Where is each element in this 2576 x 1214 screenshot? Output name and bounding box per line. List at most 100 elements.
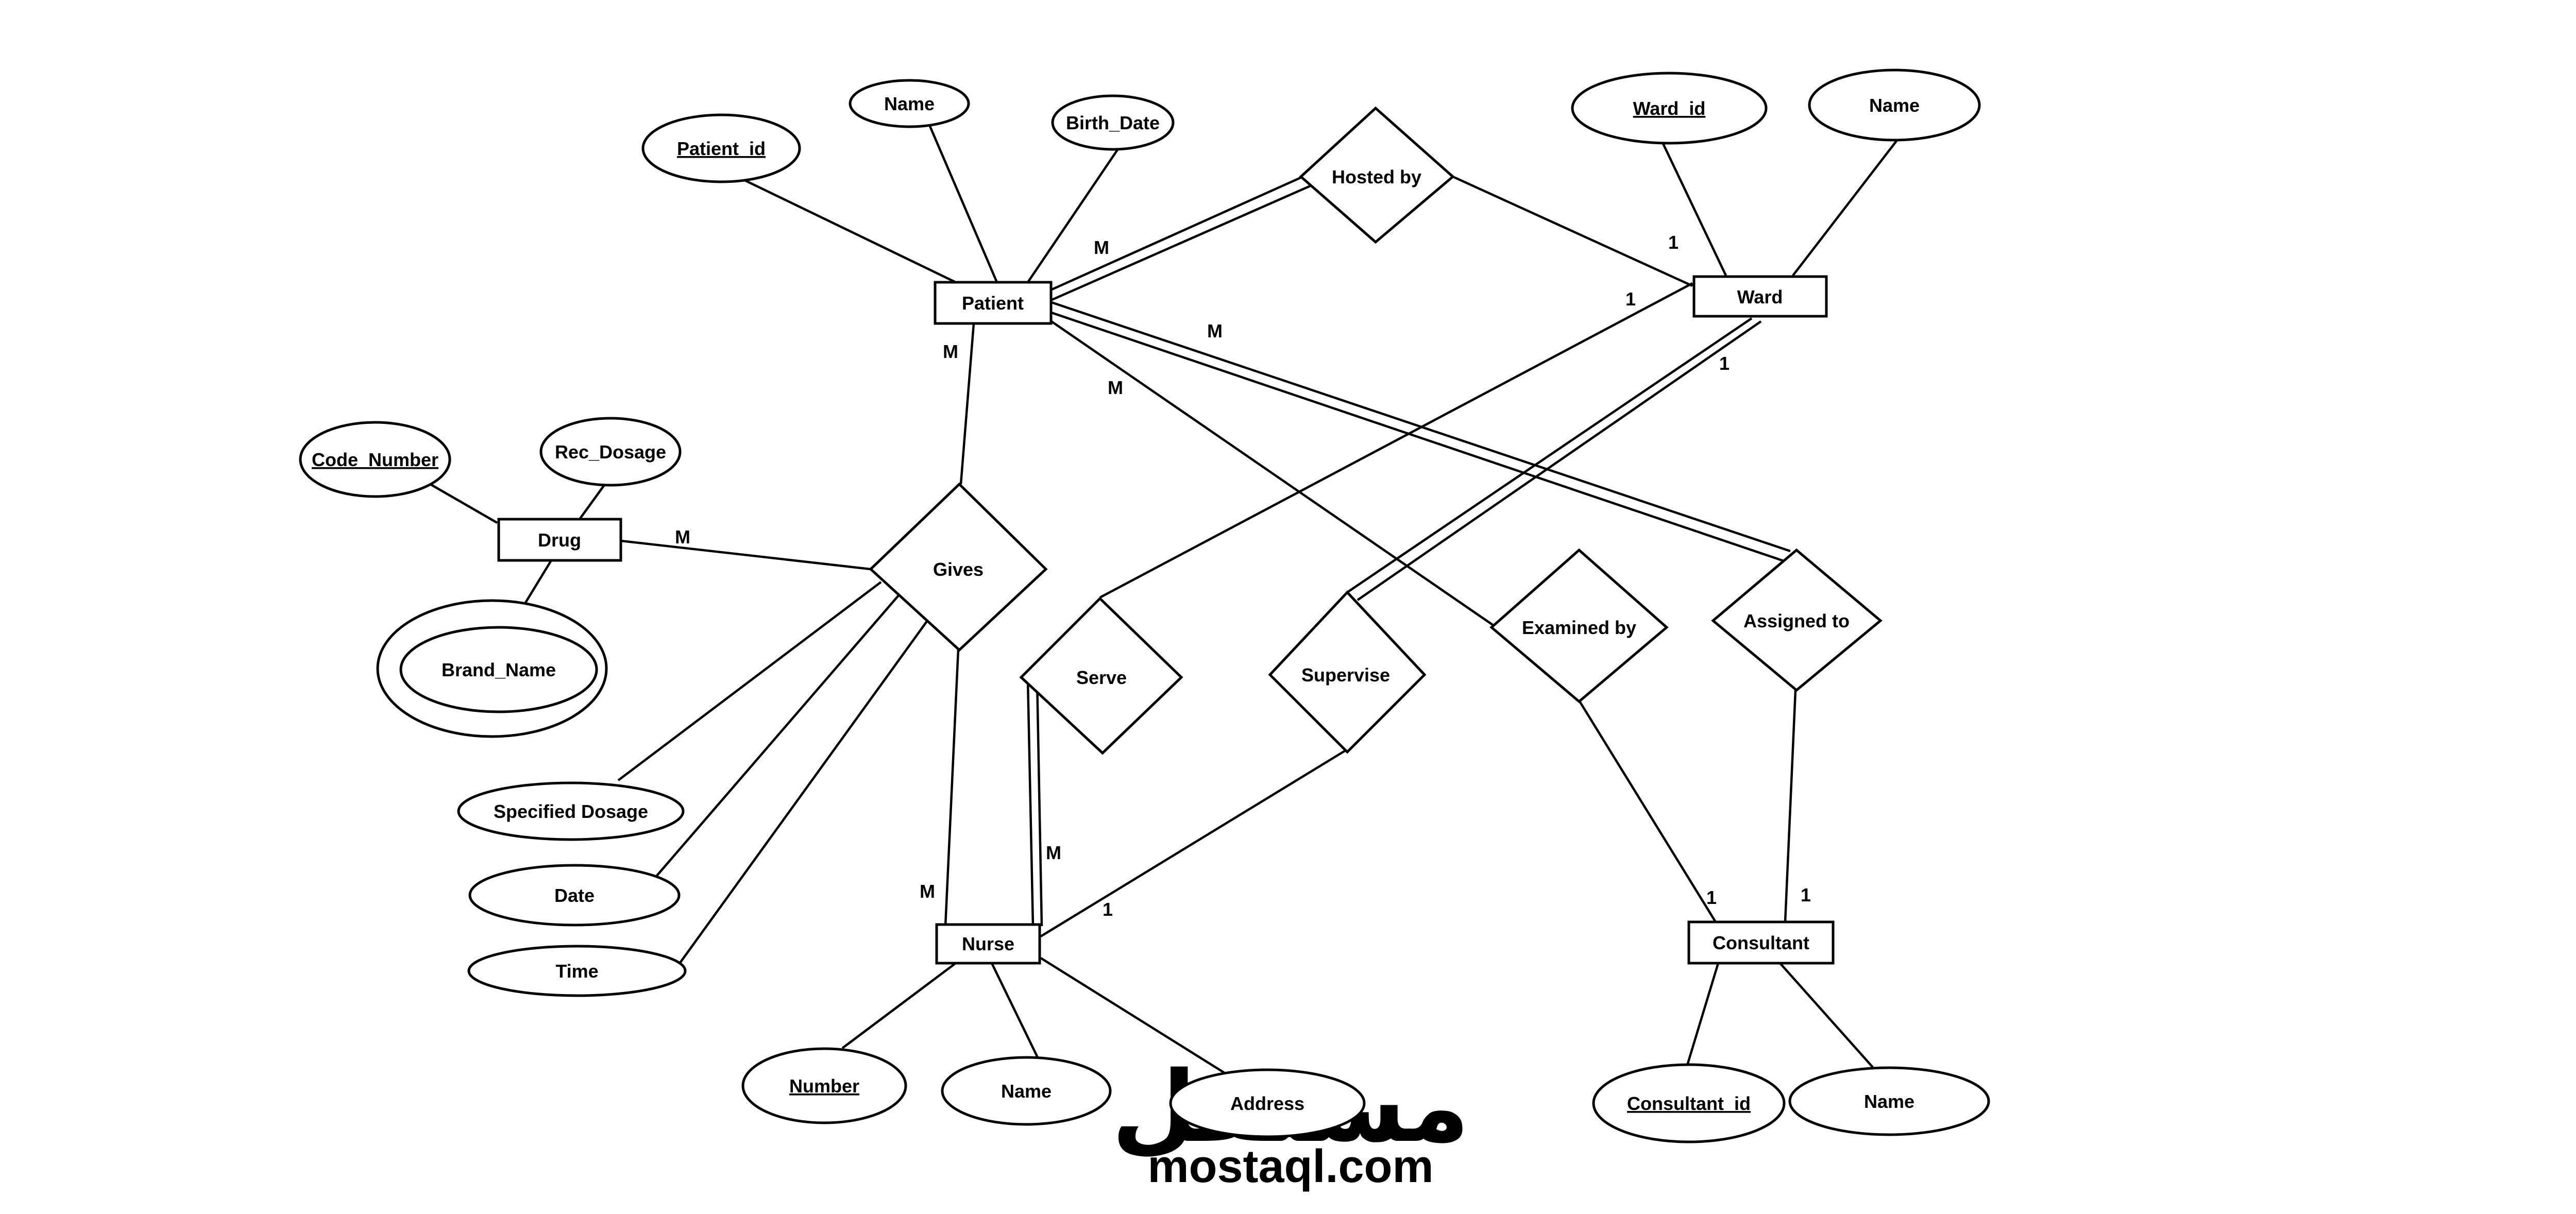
card-ward-serve: 1 (1625, 288, 1636, 310)
card-patient-hosted: M (1094, 237, 1109, 258)
rec-dosage-attribute: Rec_Dosage (539, 417, 682, 487)
date-attribute: Date (468, 864, 681, 927)
line-gives-time (678, 620, 928, 965)
card-ward-hosted: 1 (1668, 232, 1679, 253)
birth-date-attribute: Birth_Date (1051, 94, 1175, 151)
consultant-name-attribute: Name (1788, 1066, 1990, 1136)
line-drug-brand (524, 559, 552, 604)
patient-name-label: Name (884, 93, 935, 114)
connectors (429, 126, 1902, 1075)
card-nurse-serve: M (1046, 842, 1061, 863)
line-gives-specdosage (617, 581, 882, 781)
specified-dosage-attribute: Specified Dosage (457, 781, 685, 841)
line-patient-name (928, 126, 998, 283)
line-nurse-address (1040, 957, 1227, 1075)
line-hosted-ward (1452, 175, 1693, 287)
line-consultant-name (1779, 962, 1874, 1068)
line-consultant-id (1686, 963, 1720, 1066)
nurse-number-label: Number (789, 1075, 859, 1097)
time-attribute: Time (467, 945, 687, 997)
line-drug-recdosage (579, 479, 609, 520)
nurse-address-label: Address (1230, 1093, 1304, 1114)
nurse-name-attribute: Name (941, 1056, 1112, 1126)
line-assigned-consultant (1784, 690, 1797, 922)
line-patient-gives (959, 323, 975, 485)
consultant-entity-label: Consultant (1713, 932, 1809, 953)
line-drug-gives (620, 539, 871, 571)
consultant-id-attribute: Consultant_id (1592, 1063, 1786, 1143)
examined-by-label: Examined by (1522, 617, 1636, 638)
watermark-site: mostaql.com (1147, 1141, 1433, 1192)
brand-name-label: Brand_Name (442, 659, 556, 680)
rec-dosage-label: Rec_Dosage (555, 441, 666, 463)
patient-id-attribute: Patient_id (641, 113, 801, 183)
line-patient-birthdate (1027, 144, 1122, 283)
ward-entity: Ward (1692, 275, 1828, 318)
ward-name-attribute: Name (1808, 69, 1981, 142)
gives-label: Gives (933, 559, 984, 580)
card-consultant-examined: 1 (1706, 887, 1717, 908)
gives-relationship: Gives (869, 482, 1048, 652)
assigned-to-relationship: Assigned to (1711, 548, 1883, 692)
assigned-to-label: Assigned to (1743, 610, 1850, 631)
nurse-entity: Nurse (935, 923, 1041, 965)
patient-entity: Patient (934, 281, 1053, 325)
consultant-entity: Consultant (1687, 920, 1835, 965)
nurse-address-attribute: Address (1169, 1068, 1366, 1138)
line-ward-supervise-2 (1357, 320, 1762, 601)
line-gives-date (656, 594, 900, 877)
code-number-attribute: Code_Number (299, 421, 451, 498)
line-serve-nurse-2 (1036, 679, 1043, 927)
line-patient-id (739, 176, 956, 284)
line-gives-nurse (944, 648, 960, 927)
serve-relationship: Serve (1019, 596, 1183, 755)
nurse-entity-label: Nurse (962, 933, 1014, 954)
card-ward-supervise: 1 (1719, 353, 1730, 374)
consultant-id-label: Consultant_id (1627, 1093, 1751, 1114)
line-drug-code (429, 483, 498, 524)
line-patient-assigned-1 (1048, 300, 1791, 553)
line-ward-serve (1099, 282, 1693, 599)
line-serve-nurse-1 (1026, 679, 1035, 927)
nurse-number-attribute: Number (741, 1047, 907, 1124)
line-examined-consultant (1578, 699, 1717, 923)
line-ward-name (1792, 134, 1902, 277)
specified-dosage-label: Specified Dosage (494, 801, 648, 822)
nurse-name-label: Name (1001, 1081, 1052, 1102)
brand-name-multivalued-attribute: Brand_Name (376, 599, 608, 738)
line-patient-hosted-1 (1048, 173, 1309, 293)
code-number-label: Code_Number (312, 449, 438, 470)
card-patient-gives: M (943, 341, 958, 362)
line-ward-id (1657, 134, 1727, 276)
hosted-by-relationship: Hosted by (1299, 106, 1455, 244)
line-nurse-name (990, 963, 1040, 1059)
card-consultant-assigned: 1 (1801, 884, 1811, 905)
line-ward-supervise-1 (1346, 317, 1753, 593)
line-supervise-nurse (1040, 748, 1348, 937)
patient-name-attribute: Name (849, 79, 970, 128)
patient-id-label: Patient_id (677, 138, 766, 159)
consultant-name-label: Name (1864, 1091, 1914, 1112)
line-nurse-number (841, 962, 957, 1049)
card-patient-examined: M (1108, 377, 1123, 398)
supervise-relationship: Supervise (1268, 590, 1427, 754)
card-nurse-gives: M (920, 881, 935, 902)
birth-date-label: Birth_Date (1066, 112, 1160, 133)
card-patient-assigned: M (1207, 320, 1223, 341)
serve-label: Serve (1076, 667, 1127, 688)
card-drug-gives: M (675, 526, 690, 548)
date-label: Date (554, 885, 595, 906)
hosted-by-label: Hosted by (1332, 166, 1421, 187)
line-patient-examined (1047, 318, 1495, 627)
line-patient-assigned-2 (1048, 310, 1786, 563)
line-patient-hosted-2 (1048, 183, 1314, 303)
ward-entity-label: Ward (1737, 286, 1783, 307)
drug-entity: Drug (497, 518, 622, 562)
ward-id-label: Ward_id (1633, 98, 1706, 119)
card-nurse-supervise: 1 (1103, 899, 1113, 920)
cardinalities: M 1 M M M M M 1 1 M 1 1 1 (675, 232, 1811, 920)
drug-entity-label: Drug (538, 529, 581, 551)
patient-entity-label: Patient (962, 293, 1024, 314)
ward-name-label: Name (1869, 95, 1920, 116)
